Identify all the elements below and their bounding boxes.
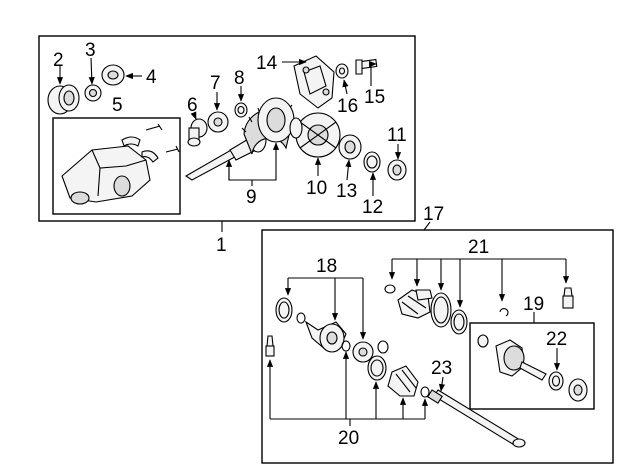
callout-22: 22 (546, 329, 567, 350)
callout-21: 21 (468, 237, 489, 258)
circlip-part (341, 340, 351, 352)
side-bearing-part (338, 134, 362, 160)
washer-part (84, 84, 102, 102)
cover-bracket-part (293, 55, 335, 109)
callout-11: 11 (387, 125, 407, 146)
inner-boot-part (387, 365, 419, 397)
callout-4: 4 (146, 67, 157, 88)
leader-lines (56, 57, 570, 426)
outer-seal-part (548, 371, 588, 402)
callout-13: 13 (336, 181, 357, 202)
snap-ring-part (377, 340, 389, 354)
bracket-washer-part (335, 63, 349, 79)
side-oil-seal-part (387, 159, 407, 181)
tripod-joint-part (352, 341, 374, 363)
callout-15: 15 (364, 87, 385, 108)
callout-10: 10 (306, 178, 327, 199)
callout-1: 1 (216, 235, 227, 256)
collapsible-spacer-part (187, 118, 208, 147)
shim-part (234, 102, 248, 118)
ring-and-pinion-gear-part (184, 97, 295, 181)
axle-shaft-assembly-frame (261, 229, 614, 464)
inner-boot-clamp-part (275, 297, 293, 323)
callout-19: 19 (523, 294, 544, 315)
inner-cv-housing-part (296, 312, 347, 353)
flange-nut-part (101, 64, 125, 86)
callout-6: 6 (187, 95, 198, 116)
outer-cv-joint-part (477, 334, 547, 381)
callout-14: 14 (256, 53, 278, 74)
carrier-housing-part (61, 123, 180, 205)
oil-seal-part (47, 84, 80, 115)
callout-3: 3 (85, 40, 96, 61)
carrier-subassembly-frame (52, 117, 181, 215)
outer-boot-band-set-part (384, 284, 574, 335)
side-seal-ring-part (363, 151, 381, 173)
callout-18: 18 (316, 256, 337, 277)
grease-tube-part (265, 335, 275, 357)
callout-16: 16 (337, 96, 358, 117)
pinion-bearing-part (207, 111, 229, 133)
differential-case-part (289, 112, 341, 158)
differential-assembly-frame (38, 35, 416, 222)
boot-band-part (367, 355, 387, 381)
callout-23: 23 (431, 358, 452, 379)
callout-8: 8 (234, 68, 245, 89)
callout-9: 9 (246, 187, 257, 208)
callout-7: 7 (210, 73, 221, 94)
small-band-part (420, 386, 430, 398)
callout-5: 5 (112, 95, 123, 116)
callout-17: 17 (423, 204, 444, 225)
callout-20: 20 (338, 428, 359, 449)
callout-2: 2 (53, 50, 64, 71)
callout-12: 12 (362, 197, 383, 218)
axle-shaft-part (427, 389, 526, 448)
outer-joint-kit-frame (469, 322, 595, 410)
bracket-bolt-part (355, 58, 378, 75)
